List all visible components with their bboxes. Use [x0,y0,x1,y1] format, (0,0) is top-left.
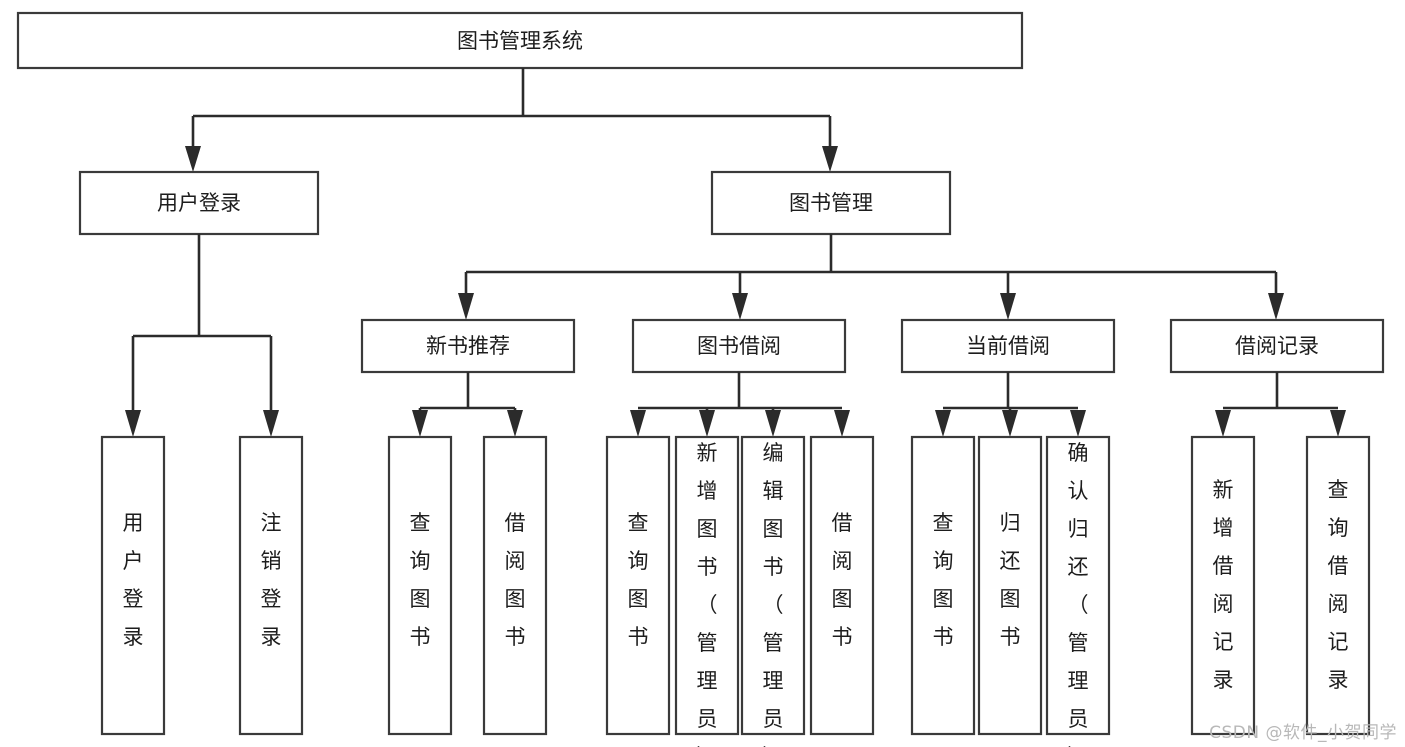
node-borrow-record[interactable]: 借阅记录 [1169,318,1385,374]
arrow-head-new-book-rec [458,293,474,320]
node-book-manage[interactable]: 图书管理 [710,170,952,236]
node-label-leaf-logout: 注销登录 [261,511,282,649]
connector-root-to-level1 [185,68,838,172]
node-box-leaf-borrow-book-1[interactable] [482,435,548,736]
node-label-root: 图书管理系统 [457,29,583,53]
node-box-leaf-add-book[interactable] [674,435,740,736]
node-box-current-borrow[interactable] [900,318,1116,374]
leaf-node-borrow-book-2[interactable]: 借阅图书 [809,435,875,736]
arrow-head-leaf-borrow-book-2 [834,410,850,437]
node-label-leaf-borrow-book-1: 借阅图书 [505,511,526,649]
node-box-book-manage[interactable] [710,170,952,236]
node-new-book-rec[interactable]: 新书推荐 [360,318,576,374]
node-box-root[interactable] [16,11,1024,70]
node-box-book-borrow[interactable] [631,318,847,374]
node-label-current-borrow: 当前借阅 [966,334,1050,358]
connector-book-manage-to-level2 [458,234,1284,320]
watermark: CSDN @软件_小贺同学 [1209,723,1397,743]
leaf-node-add-record[interactable]: 新增借阅记录 [1190,435,1256,736]
node-label-borrow-record: 借阅记录 [1235,334,1319,358]
node-box-leaf-add-record[interactable] [1190,435,1256,736]
leaf-node-edit-book[interactable]: 编辑图书（管理员） [740,435,806,747]
leaf-node-add-book[interactable]: 新增图书（管理员） [674,435,740,747]
node-box-borrow-record[interactable] [1169,318,1385,374]
leaf-node-query-book-2[interactable]: 查询图书 [605,435,671,736]
node-root[interactable]: 图书管理系统 [16,11,1024,70]
node-box-leaf-query-record[interactable] [1305,435,1371,736]
leaf-node-return-book[interactable]: 归还图书 [977,435,1043,736]
leaf-node-user-login[interactable]: 用户登录 [100,435,166,736]
arrow-head-leaf-add-book [699,410,715,437]
node-label-leaf-query-record: 查询借阅记录 [1328,478,1349,692]
leaf-node-borrow-book-1[interactable]: 借阅图书 [482,435,548,736]
node-label-user-login: 用户登录 [157,191,241,215]
node-label-leaf-return-book: 归还图书 [1000,511,1021,649]
arrow-head-borrow-record [1268,293,1284,320]
arrow-head-book-manage [822,146,838,172]
node-label-book-borrow: 图书借阅 [697,334,781,358]
node-box-leaf-confirm-return[interactable] [1045,435,1111,736]
node-label-leaf-add-record: 新增借阅记录 [1213,478,1234,692]
connector-user-login-to-leaves [125,234,279,437]
arrow-head-leaf-logout [263,410,279,437]
arrow-head-leaf-confirm-return [1070,410,1086,437]
node-box-leaf-query-book-3[interactable] [910,435,976,736]
node-user-login[interactable]: 用户登录 [78,170,320,236]
leaf-node-query-book-1[interactable]: 查询图书 [387,435,453,736]
node-current-borrow[interactable]: 当前借阅 [900,318,1116,374]
node-book-borrow[interactable]: 图书借阅 [631,318,847,374]
node-label-leaf-user-login: 用户登录 [123,511,144,649]
arrow-head-leaf-edit-book [765,410,781,437]
arrow-head-book-borrow [732,293,748,320]
node-box-new-book-rec[interactable] [360,318,576,374]
node-label-book-manage: 图书管理 [789,191,873,215]
connector-new-book-rec-to-leaves [412,372,523,437]
node-box-leaf-user-login[interactable] [100,435,166,736]
arrow-head-leaf-return-book [1002,410,1018,437]
arrow-head-leaf-user-login [125,410,141,437]
node-label-leaf-confirm-return: 确认归还（管理员） [1068,441,1089,747]
node-label-leaf-query-book-3: 查询图书 [933,511,954,649]
node-box-leaf-query-book-2[interactable] [605,435,671,736]
node-box-leaf-borrow-book-2[interactable] [809,435,875,736]
arrow-head-user-login [185,146,201,172]
arrow-head-leaf-borrow-book-1 [507,410,523,437]
node-box-leaf-edit-book[interactable] [740,435,806,736]
connector-current-borrow-to-leaves [935,372,1086,437]
leaf-node-confirm-return[interactable]: 确认归还（管理员） [1045,435,1111,747]
arrow-head-leaf-add-record [1215,410,1231,437]
arrow-head-leaf-query-book-2 [630,410,646,437]
node-label-leaf-query-book-2: 查询图书 [628,511,649,649]
leaf-node-logout[interactable]: 注销登录 [238,435,304,736]
connector-borrow-record-to-leaves [1215,372,1346,437]
arrow-head-leaf-query-book-1 [412,410,428,437]
node-label-leaf-query-book-1: 查询图书 [410,511,431,649]
leaf-node-query-record[interactable]: 查询借阅记录 [1305,435,1371,736]
arrow-head-current-borrow [1000,293,1016,320]
arrow-head-leaf-query-book-3 [935,410,951,437]
node-label-new-book-rec: 新书推荐 [426,334,510,358]
node-box-leaf-logout[interactable] [238,435,304,736]
arrow-head-leaf-query-record [1330,410,1346,437]
node-label-leaf-borrow-book-2: 借阅图书 [832,511,853,649]
node-box-leaf-return-book[interactable] [977,435,1043,736]
node-label-leaf-add-book: 新增图书（管理员） [697,441,718,747]
node-label-leaf-edit-book: 编辑图书（管理员） [763,441,784,747]
leaf-node-query-book-3[interactable]: 查询图书 [910,435,976,736]
node-box-leaf-query-book-1[interactable] [387,435,453,736]
connector-book-borrow-to-leaves [630,372,850,437]
